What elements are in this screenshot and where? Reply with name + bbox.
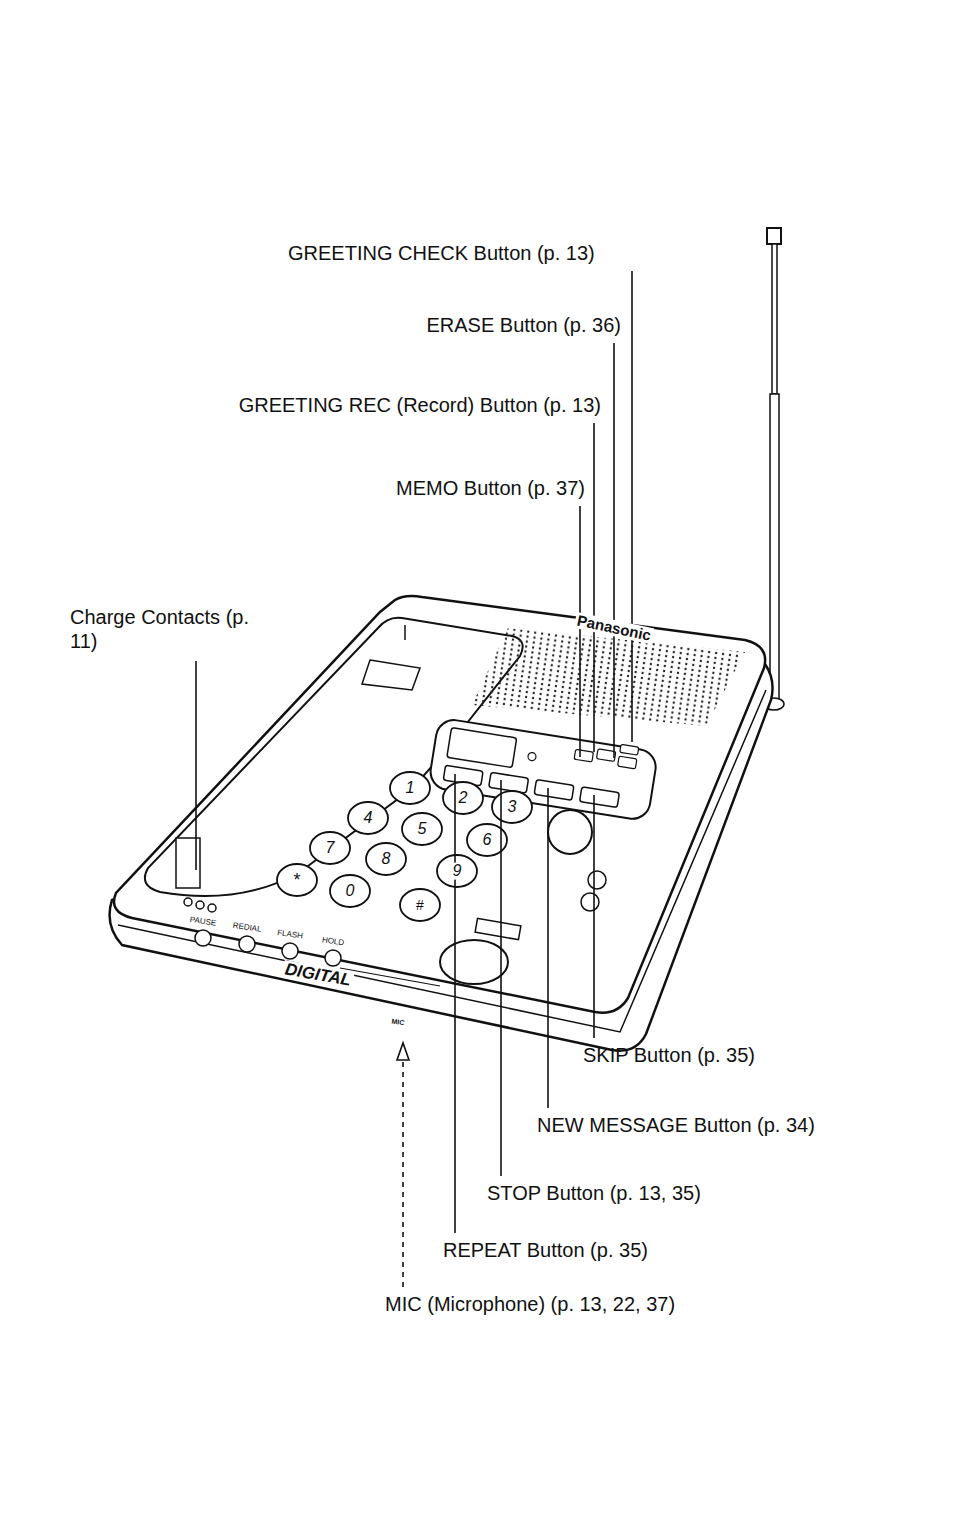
key	[443, 782, 483, 814]
key-digit: 3	[506, 799, 519, 816]
indicator	[527, 752, 536, 761]
panel-line	[340, 968, 440, 986]
control-panel	[428, 716, 659, 822]
key	[402, 813, 442, 845]
erase-button	[618, 756, 637, 769]
display	[447, 728, 517, 768]
key	[366, 843, 406, 875]
key	[437, 855, 477, 887]
leader-line	[454, 774, 456, 1233]
charge-contact	[196, 901, 204, 909]
redial-button	[239, 936, 255, 952]
callout-label: ERASE Button (p. 36)	[426, 313, 621, 337]
keypad	[277, 772, 532, 921]
leader-line	[195, 661, 197, 870]
leader-line	[613, 343, 615, 758]
antenna	[764, 228, 784, 710]
round-button	[548, 810, 592, 854]
leader-line	[500, 780, 502, 1176]
key-digit: 6	[481, 832, 494, 849]
antenna-rod	[770, 394, 779, 704]
callout-label: MIC (Microphone) (p. 13, 22, 37)	[385, 1292, 675, 1316]
callout-label: GREETING CHECK Button (p. 13)	[288, 241, 595, 265]
key-digit: #	[414, 898, 426, 913]
callout-label: STOP Button (p. 13, 35)	[487, 1181, 701, 1205]
volume-down	[581, 893, 599, 911]
callout-label: REPEAT Button (p. 35)	[443, 1238, 648, 1262]
key-digit: 8	[380, 851, 393, 868]
key-digit: 9	[451, 863, 464, 880]
flash-button	[282, 943, 298, 959]
callout-label: Charge Contacts (p. 11)	[70, 605, 255, 653]
speakerphone-button	[440, 940, 508, 984]
memo-button	[574, 749, 593, 762]
greeting-check-button	[620, 744, 639, 755]
function-buttons	[195, 930, 341, 966]
key-digit: 5	[416, 821, 429, 838]
handset-cradle	[145, 618, 523, 896]
callout-label: MEMO Button (p. 37)	[396, 476, 585, 500]
key	[400, 889, 440, 921]
leader-line	[631, 271, 633, 742]
callout-label: NEW MESSAGE Button (p. 34)	[537, 1113, 815, 1137]
key	[390, 772, 430, 804]
stop-button	[489, 772, 529, 793]
key-digit: 2	[457, 790, 470, 807]
key	[348, 802, 388, 834]
key	[310, 832, 350, 864]
key-digit: 0	[344, 883, 357, 900]
base-top	[114, 596, 765, 1013]
new-message-button	[534, 780, 574, 801]
dashed-leader	[402, 1060, 404, 1287]
handset-rest	[362, 660, 420, 690]
key	[277, 864, 317, 896]
leader-line	[593, 795, 595, 1038]
key-digit: 4	[362, 810, 375, 827]
leader-line	[593, 423, 595, 752]
cradle-tab	[404, 625, 406, 640]
panel-frame	[428, 718, 658, 822]
key-digit: 1	[404, 780, 417, 797]
antenna-tip	[767, 228, 781, 244]
pause-button	[195, 930, 211, 946]
key	[330, 875, 370, 907]
key	[492, 791, 532, 823]
leader-line	[579, 506, 581, 757]
leader-line	[547, 788, 549, 1108]
charge-contact	[184, 898, 192, 906]
charge-contact	[208, 904, 216, 912]
speaker-grille	[472, 628, 745, 726]
hold-button	[325, 950, 341, 966]
greeting-rec-button	[596, 749, 615, 762]
panel-tag	[475, 918, 521, 939]
arrowhead	[397, 1043, 409, 1060]
mic-mark: MIC	[389, 1017, 407, 1027]
volume-up	[588, 871, 606, 889]
key-digit: *	[291, 871, 302, 890]
callout-label: GREETING REC (Record) Button (p. 13)	[239, 393, 601, 417]
callout-label: SKIP Button (p. 35)	[583, 1043, 755, 1067]
antenna-rod	[772, 244, 777, 394]
skip-button	[580, 787, 620, 808]
key-digit: 7	[324, 840, 337, 857]
